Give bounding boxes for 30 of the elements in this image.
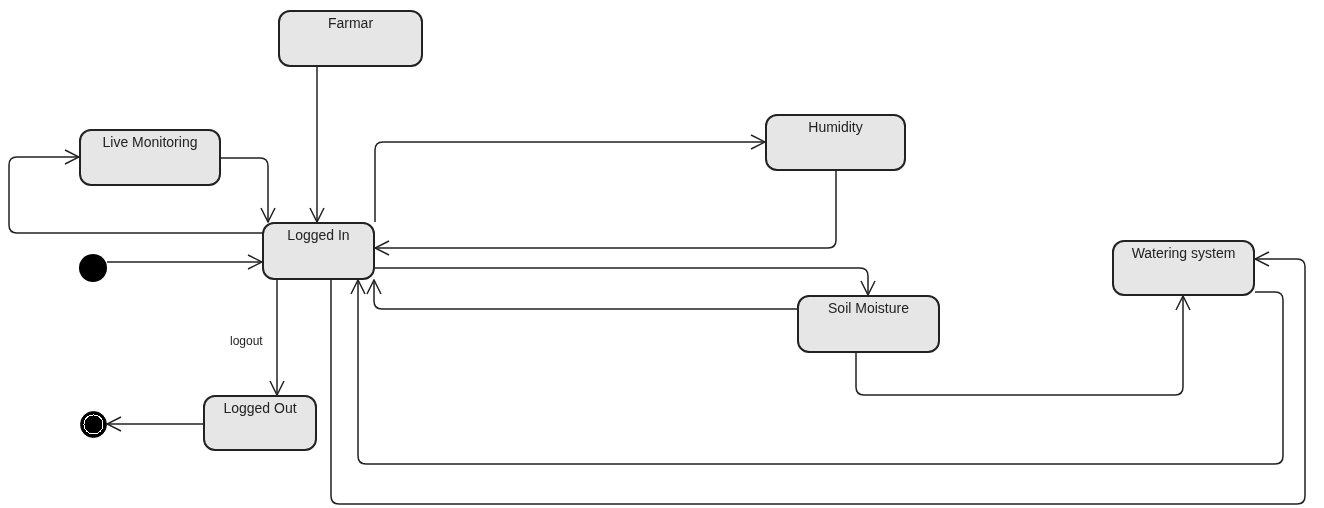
- state-box: [1112, 240, 1255, 296]
- initial-state: [79, 254, 107, 282]
- state-box: [797, 295, 940, 353]
- state-name: Watering system: [1131, 245, 1236, 261]
- transition-arrow: [330, 251, 1306, 505]
- transition-arrow: [374, 267, 876, 296]
- transition-arrow: [106, 254, 263, 270]
- state-name: Farmar: [327, 15, 374, 31]
- state-box: [278, 10, 423, 67]
- state-box: [79, 129, 221, 186]
- transition-arrow: [855, 295, 1191, 396]
- state-name: Logged Out: [223, 400, 297, 416]
- state-name: Soil Moisture: [828, 300, 909, 316]
- transition-arrow: [366, 279, 798, 310]
- transition-arrow: [350, 279, 1284, 465]
- state-name: Logged In: [287, 227, 350, 243]
- state-box: [262, 222, 375, 280]
- transition-arrow: [374, 170, 837, 256]
- state-name: Live Monitoring: [102, 134, 198, 150]
- transition-arrow: [106, 416, 204, 432]
- edge-label: logout: [229, 334, 264, 348]
- transition-arrow: [8, 149, 263, 234]
- transition-arrow: [374, 134, 766, 223]
- final-state: [80, 411, 107, 438]
- transition-arrow: [220, 157, 276, 223]
- state-box: [765, 114, 906, 171]
- state-name: Humidity: [808, 119, 863, 135]
- transition-arrow: [309, 66, 325, 223]
- state-box: [203, 395, 317, 451]
- transition-arrow: [269, 279, 285, 396]
